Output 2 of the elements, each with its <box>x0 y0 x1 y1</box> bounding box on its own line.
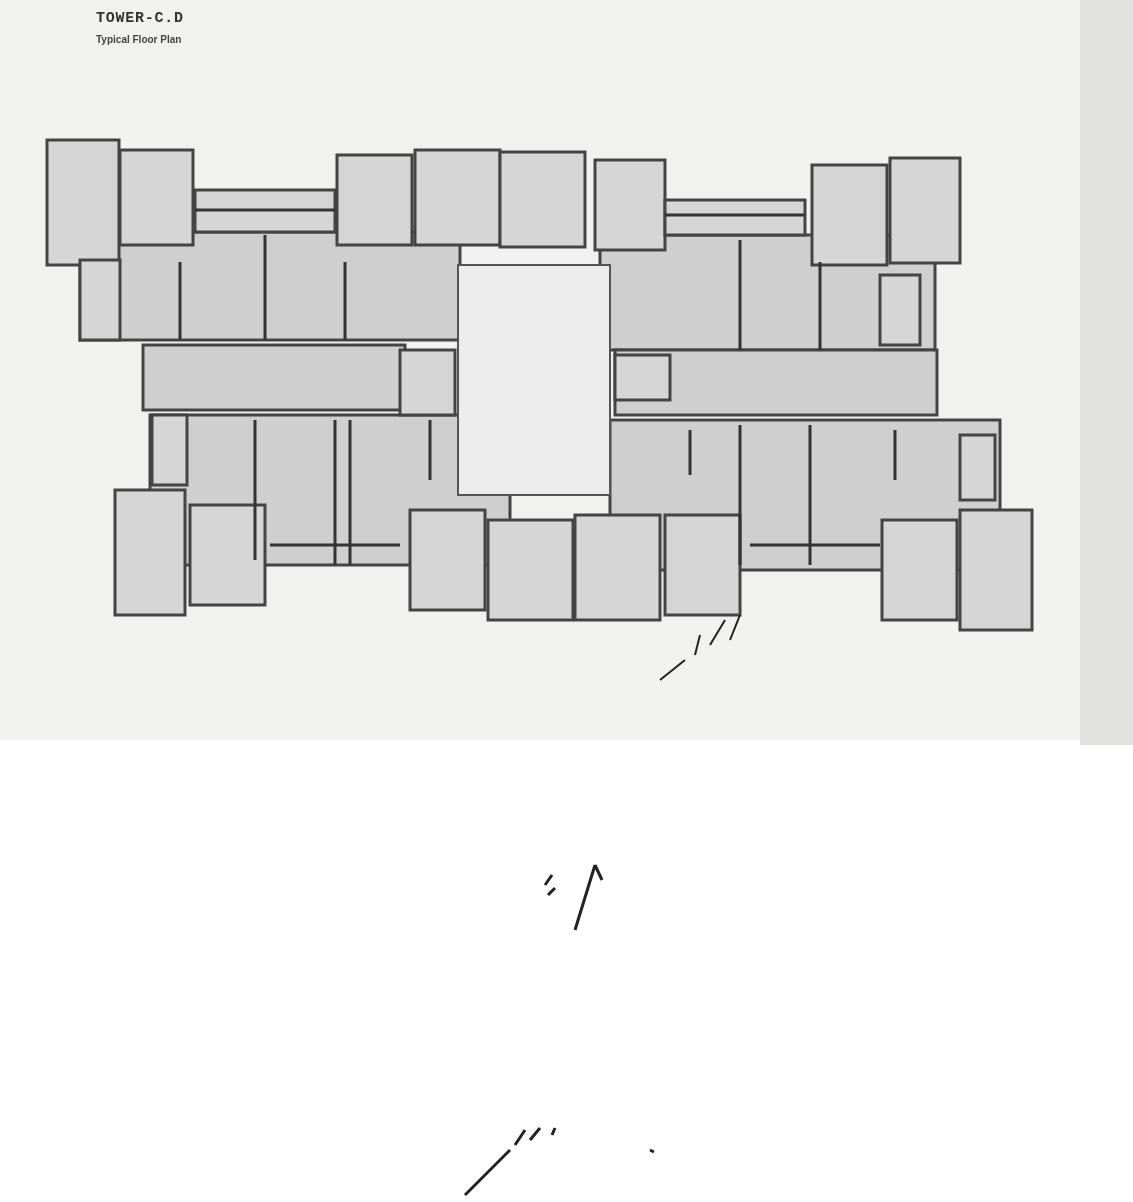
title: TOWER-C.D <box>96 9 184 29</box>
subtitle: Typical Floor Plan <box>96 33 182 47</box>
